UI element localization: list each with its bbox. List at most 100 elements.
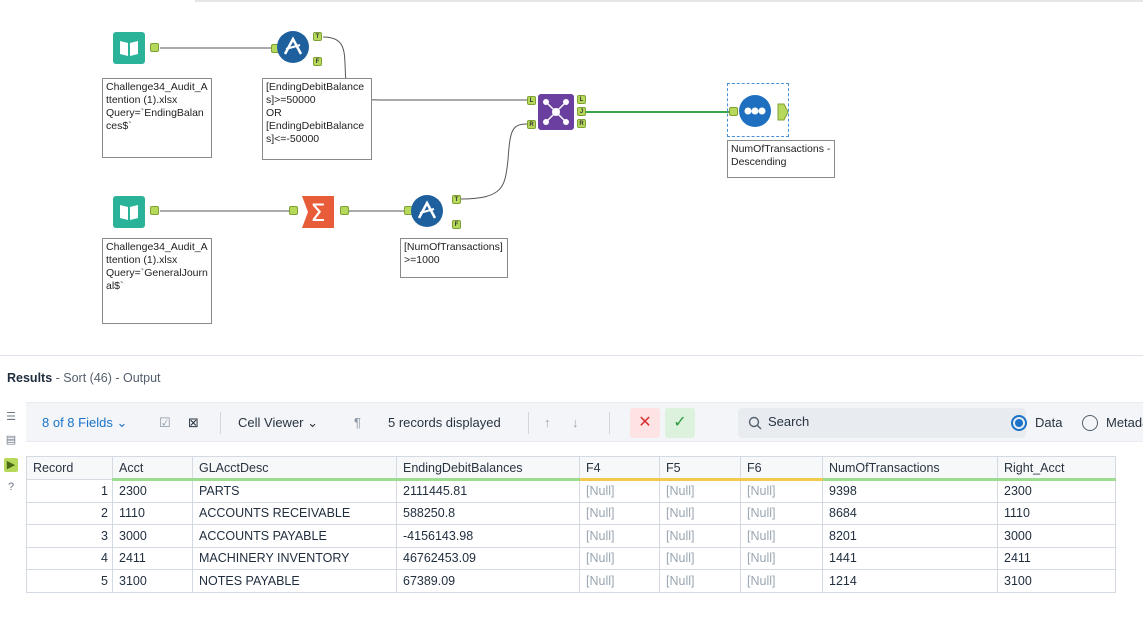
table-cell[interactable]: 1441 [822, 546, 998, 570]
input-anchor[interactable] [729, 107, 738, 116]
table-cell[interactable]: 588250.8 [396, 501, 580, 525]
left-output-anchor[interactable]: L [577, 95, 586, 104]
filter-tool-2[interactable] [410, 194, 444, 228]
column-header[interactable]: F6 [740, 456, 823, 481]
fields-dropdown[interactable]: 8 of 8 Fields ⌄ [42, 415, 128, 430]
table-cell[interactable]: 1110 [997, 501, 1116, 525]
table-cell[interactable]: 9398 [822, 479, 998, 503]
workflow-canvas[interactable]: Challenge34_Audit_Attention (1).xlsx Que… [0, 0, 1143, 355]
true-anchor[interactable]: T [313, 32, 322, 41]
input-data-tool-1[interactable] [112, 31, 146, 65]
table-row[interactable]: 4 2411 MACHINERY INVENTORY 46762453.09 [… [26, 546, 1116, 570]
table-cell[interactable]: [Null] [740, 546, 823, 570]
cell-viewer-dropdown[interactable]: Cell Viewer ⌄ [238, 415, 319, 430]
table-cell[interactable]: [Null] [740, 479, 823, 503]
record-number: 5 [26, 569, 113, 593]
help-icon[interactable]: ? [7, 481, 15, 493]
table-row[interactable]: 3 3000 ACCOUNTS PAYABLE -4156143.98 [Nul… [26, 524, 1116, 548]
metadata-radio[interactable] [1082, 415, 1098, 431]
false-anchor[interactable]: F [313, 57, 322, 66]
table-cell[interactable]: 2411 [112, 546, 193, 570]
filter-icon [411, 195, 443, 227]
output-anchor[interactable] [150, 43, 159, 52]
list-icon[interactable]: ☰ [6, 411, 16, 423]
table-row[interactable]: 2 1110 ACCOUNTS RECEIVABLE 588250.8 [Nul… [26, 501, 1116, 525]
table-cell[interactable]: [Null] [659, 546, 741, 570]
join-output-anchor[interactable]: J [577, 107, 586, 116]
output-anchor-icon[interactable]: ▶ [4, 458, 18, 472]
table-cell[interactable]: 3000 [112, 524, 193, 548]
table-cell[interactable]: 1110 [112, 501, 193, 525]
output-anchor[interactable] [150, 206, 159, 215]
column-header[interactable]: Right_Acct [997, 456, 1116, 481]
checkbox-icon[interactable]: ☑ [159, 415, 171, 430]
sort-tool[interactable] [738, 94, 772, 128]
column-header[interactable]: F4 [579, 456, 660, 481]
table-cell[interactable]: 8684 [822, 501, 998, 525]
table-cell[interactable]: 2300 [112, 479, 193, 503]
column-header[interactable]: Acct [112, 456, 193, 481]
column-header[interactable]: NumOfTransactions [822, 456, 998, 481]
search-input[interactable]: Search [738, 408, 1026, 438]
apply-button[interactable]: ✓ [665, 408, 695, 438]
join-tool[interactable] [537, 93, 575, 131]
table-cell[interactable]: [Null] [740, 524, 823, 548]
table-cell[interactable]: -4156143.98 [396, 524, 580, 548]
pilcrow-icon[interactable]: ¶ [354, 415, 361, 430]
table-cell[interactable]: 2411 [997, 546, 1116, 570]
divider [609, 412, 610, 434]
table-cell[interactable]: [Null] [659, 524, 741, 548]
table-cell[interactable]: 2111445.81 [396, 479, 580, 503]
table-cell[interactable]: PARTS [192, 479, 397, 503]
table-cell[interactable]: 2300 [997, 479, 1116, 503]
arrow-down-icon[interactable]: ↓ [572, 415, 579, 430]
table-cell[interactable]: [Null] [579, 479, 660, 503]
input-data-tool-2[interactable] [112, 195, 146, 229]
input-anchor[interactable] [289, 206, 298, 215]
arrow-up-icon[interactable]: ↑ [544, 415, 551, 430]
summarize-tool[interactable]: Σ [300, 195, 334, 229]
table-cell[interactable]: 46762453.09 [396, 546, 580, 570]
table-cell[interactable]: [Null] [740, 569, 823, 593]
output-anchor[interactable] [340, 206, 349, 215]
right-anchor[interactable]: R [527, 120, 536, 129]
column-header[interactable]: EndingDebitBalances [396, 456, 580, 481]
table-cell[interactable]: 67389.09 [396, 569, 580, 593]
filter-icon [277, 31, 309, 63]
record-number: 2 [26, 501, 113, 525]
table-cell[interactable]: [Null] [579, 501, 660, 525]
column-header[interactable]: GLAcctDesc [192, 456, 397, 481]
data-radio[interactable] [1011, 415, 1027, 431]
table-cell[interactable]: 3100 [112, 569, 193, 593]
message-icon[interactable]: ▤ [5, 434, 17, 446]
column-header[interactable]: F5 [659, 456, 741, 481]
left-anchor[interactable]: L [527, 96, 536, 105]
table-cell[interactable]: 8201 [822, 524, 998, 548]
table-cell[interactable]: ACCOUNTS PAYABLE [192, 524, 397, 548]
table-cell[interactable]: [Null] [659, 501, 741, 525]
table-cell[interactable]: 3000 [997, 524, 1116, 548]
cancel-button[interactable]: ✕ [630, 408, 660, 438]
table-cell[interactable]: NOTES PAYABLE [192, 569, 397, 593]
table-row[interactable]: 1 2300 PARTS 2111445.81 [Null] [Null] [N… [26, 479, 1116, 503]
right-output-anchor[interactable]: R [577, 119, 586, 128]
table-cell[interactable]: [Null] [579, 524, 660, 548]
false-anchor[interactable]: F [452, 220, 461, 229]
data-label[interactable]: Data [1035, 415, 1063, 430]
table-cell[interactable]: [Null] [659, 569, 741, 593]
sort-output-anchor[interactable] [777, 103, 789, 121]
clear-icon[interactable]: ⊠ [188, 415, 199, 430]
filter-tool-1[interactable] [276, 30, 310, 64]
table-cell[interactable]: [Null] [659, 479, 741, 503]
table-cell[interactable]: 3100 [997, 569, 1116, 593]
table-cell[interactable]: [Null] [579, 569, 660, 593]
table-cell[interactable]: ACCOUNTS RECEIVABLE [192, 501, 397, 525]
table-cell[interactable]: [Null] [740, 501, 823, 525]
column-header[interactable]: Record [26, 456, 113, 480]
table-cell[interactable]: [Null] [579, 546, 660, 570]
table-row[interactable]: 5 3100 NOTES PAYABLE 67389.09 [Null] [Nu… [26, 569, 1116, 593]
true-anchor[interactable]: T [452, 195, 461, 204]
table-cell[interactable]: MACHINERY INVENTORY [192, 546, 397, 570]
table-cell[interactable]: 1214 [822, 569, 998, 593]
metadata-label[interactable]: Metadata [1106, 415, 1143, 430]
